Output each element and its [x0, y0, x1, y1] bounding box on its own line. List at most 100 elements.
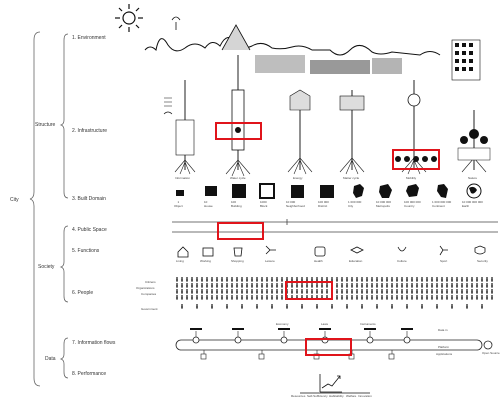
person-figure-icon — [336, 277, 338, 282]
person-figure-icon — [396, 277, 398, 282]
person-figure-icon — [286, 304, 288, 309]
person-figure-icon — [406, 295, 408, 300]
person-figure-icon — [366, 289, 368, 294]
function-label-health: Health — [314, 259, 323, 263]
info-tag-instruments: Instruments — [360, 322, 376, 326]
person-figure-icon — [451, 289, 453, 294]
function-culture-icon — [397, 246, 407, 252]
person-figure-icon — [491, 277, 493, 282]
scale-metropolis-icon — [379, 184, 392, 198]
person-figure-icon — [261, 295, 263, 300]
person-figure-icon — [191, 277, 193, 282]
performance-tag-innovation: Innovation — [358, 394, 372, 398]
person-figure-icon — [466, 304, 468, 309]
person-figure-icon — [271, 277, 273, 282]
energy-roots — [287, 157, 313, 175]
info-output-1 — [200, 353, 207, 360]
person-figure-icon — [186, 295, 188, 300]
person-figure-icon — [316, 277, 318, 282]
scale-continent-icon — [437, 184, 448, 198]
performance-tag-self-sufficiency: Self-Sufficiency — [307, 394, 328, 398]
person-figure-icon — [476, 283, 478, 288]
person-figure-icon — [481, 295, 483, 300]
scale-neighborhood-icon — [291, 185, 304, 198]
data-label: Data — [45, 356, 56, 362]
infra-caption-water: Water cycle — [230, 176, 246, 180]
person-figure-icon — [461, 295, 463, 300]
person-figure-icon — [481, 289, 483, 294]
person-figure-icon — [341, 289, 343, 294]
person-figure-icon — [301, 277, 303, 282]
person-figure-icon — [371, 295, 373, 300]
person-figure-icon — [381, 289, 383, 294]
infra-caption-information: Information — [175, 176, 191, 180]
person-figure-icon — [346, 289, 348, 294]
person-figure-icon — [381, 277, 383, 282]
person-figure-icon — [341, 277, 343, 282]
person-figure-icon — [281, 295, 283, 300]
person-figure-icon — [476, 277, 478, 282]
person-figure-icon — [231, 277, 233, 282]
terrain-hatch-1 — [255, 55, 305, 73]
highlight-people — [285, 281, 333, 300]
layer-label-built-domain: 3. Built Domain — [72, 196, 106, 202]
person-figure-icon — [266, 289, 268, 294]
person-figure-icon — [271, 304, 273, 309]
person-figure-icon — [411, 283, 413, 288]
person-figure-icon — [401, 295, 403, 300]
layer-label-performance: 8. Performance — [72, 371, 107, 377]
info-side-applications: Applications — [436, 352, 453, 356]
person-figure-icon — [461, 277, 463, 282]
person-figure-icon — [376, 289, 378, 294]
person-figure-icon — [446, 277, 448, 282]
function-sport-icon — [439, 245, 448, 256]
info-side-data-in: Data in — [438, 328, 448, 332]
information-roots — [174, 159, 196, 175]
person-figure-icon — [226, 277, 228, 282]
person-figure-icon — [341, 283, 343, 288]
function-label-leisure: Leisure — [265, 259, 275, 263]
person-figure-icon — [201, 283, 203, 288]
person-figure-icon — [241, 283, 243, 288]
person-figure-icon — [421, 277, 423, 282]
person-figure-icon — [356, 277, 358, 282]
person-figure-icon — [196, 295, 198, 300]
function-living-icon — [177, 246, 189, 258]
person-figure-icon — [446, 289, 448, 294]
structure-label: Structure — [35, 122, 56, 128]
person-figure-icon — [281, 289, 283, 294]
person-figure-icon — [456, 277, 458, 282]
person-figure-icon — [181, 304, 183, 309]
function-security-icon — [474, 245, 486, 255]
person-figure-icon — [436, 295, 438, 300]
person-figure-icon — [266, 277, 268, 282]
society-brace — [59, 225, 69, 303]
person-figure-icon — [451, 304, 453, 309]
person-figure-icon — [291, 283, 293, 288]
person-figure-icon — [466, 295, 468, 300]
information-building-icon — [175, 119, 195, 156]
person-figure-icon — [176, 277, 178, 282]
person-figure-icon — [361, 295, 363, 300]
person-figure-icon — [391, 304, 393, 309]
person-figure-icon — [211, 304, 213, 309]
performance-tag-habitability: Habitability — [329, 394, 344, 398]
person-figure-icon — [296, 289, 298, 294]
person-figure-icon — [386, 277, 388, 282]
person-figure-icon — [451, 295, 453, 300]
person-figure-icon — [421, 283, 423, 288]
terrain-hatch-2 — [310, 60, 370, 74]
person-figure-icon — [291, 277, 293, 282]
function-label-living: Living — [176, 259, 184, 263]
person-figure-icon — [266, 295, 268, 300]
city-label: City — [10, 197, 19, 203]
person-figure-icon — [386, 295, 388, 300]
person-figure-icon — [351, 289, 353, 294]
person-figure-icon — [466, 277, 468, 282]
